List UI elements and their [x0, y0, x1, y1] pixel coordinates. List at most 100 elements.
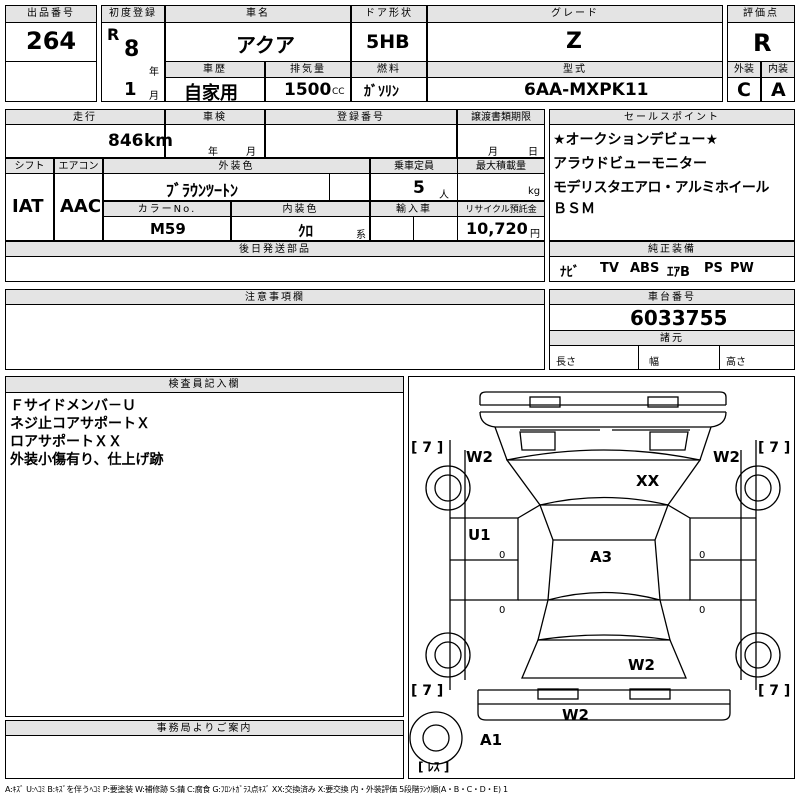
interior-grade: A: [771, 79, 786, 101]
shift-header: シフト: [5, 158, 54, 174]
mileage-header: 走行: [5, 109, 165, 125]
length-label: 長さ: [556, 357, 576, 368]
damage-mark: U1: [468, 526, 491, 544]
interior-color-unit: 系: [356, 230, 366, 241]
dimensions-header: 諸元: [549, 330, 795, 346]
later-parts-cell: [5, 256, 545, 282]
equip-navi: ﾅﾋﾞ: [560, 265, 580, 280]
chassis-cell: 6033755: [549, 304, 795, 331]
model-cell: 6AA-MXPK11: [427, 77, 723, 102]
interior-header: 内装: [761, 61, 795, 78]
aircon: AAC: [60, 196, 102, 217]
equipment-header: 純正装備: [549, 241, 795, 257]
equip-airbag: ｴｱB: [667, 265, 690, 280]
lot-number-cell: 264: [5, 22, 97, 62]
height-label: 高さ: [726, 357, 746, 368]
width-cell: 幅: [638, 345, 720, 370]
capacity: 5: [413, 178, 425, 198]
height-cell: 高さ: [719, 345, 795, 370]
capacity-cell: 5 人: [370, 173, 458, 201]
damage-mark: XX: [636, 472, 660, 490]
exterior-cell: C: [727, 77, 761, 102]
damage-mark: W2: [466, 448, 493, 466]
door-zero-fr: 0: [699, 550, 706, 561]
recycle-unit: 円: [530, 229, 540, 240]
sales-point-line: ★オークションデビュー★: [553, 132, 719, 148]
damage-mark: A3: [590, 548, 613, 566]
score: R: [753, 29, 772, 57]
color-extra-cell: [329, 173, 370, 201]
load-header: 最大積載量: [457, 158, 545, 174]
door-cell: 5HB: [351, 22, 427, 62]
office-cell: [5, 735, 404, 779]
lot-number-header: 出品番号: [5, 5, 97, 23]
tread-rear-right: [ 7 ]: [758, 683, 791, 699]
model-code: 6AA-MXPK11: [524, 80, 649, 100]
car-name: アクア: [236, 33, 295, 57]
car-name-cell: アクア: [165, 22, 351, 62]
first-registration-header: 初度登録: [101, 5, 165, 23]
first-registration-cell: R 8 年 1 月: [101, 22, 165, 102]
chassis-header: 車台番号: [549, 289, 795, 305]
length-cell: 長さ: [549, 345, 639, 370]
reg-month: 1: [124, 79, 137, 100]
sales-point-line: ＢＳＭ: [553, 201, 595, 217]
recycle-header: リサイクル預託金: [457, 201, 545, 217]
lot-number: 264: [26, 27, 77, 55]
exterior-grade: C: [737, 79, 751, 101]
door-zero-fl: 0: [499, 550, 506, 561]
interior-color-cell: ｸﾛ 系: [231, 216, 370, 241]
door-zero-rr: 0: [699, 605, 706, 616]
registration-header: 登録番号: [265, 109, 457, 125]
capacity-unit: 人: [439, 190, 449, 201]
import-header: 輸入車: [370, 201, 458, 217]
exterior-header: 外装: [727, 61, 761, 78]
year-unit: 年: [149, 67, 159, 78]
door-zero-rl: 0: [499, 605, 506, 616]
grade-header: グレード: [427, 5, 723, 23]
mileage: 846: [108, 131, 144, 151]
transfer-header: 譲渡書類期限: [457, 109, 545, 125]
recycle-fee: 10,720: [466, 219, 528, 238]
history-cell: 自家用: [165, 77, 265, 104]
transfer-day: 日: [528, 147, 538, 158]
displacement-header: 排気量: [265, 61, 351, 78]
interior-color: ｸﾛ: [298, 222, 314, 240]
fuel-header: 燃料: [351, 61, 427, 78]
damage-mark: W2: [713, 448, 740, 466]
interior-color-header: 内装色: [231, 201, 370, 217]
exterior-color: ﾌﾞﾗｳﾝﾂｰﾄﾝ: [166, 181, 239, 200]
color-number: M59: [150, 220, 186, 238]
legend: A:ｷｽﾞ U:ﾍｺﾐ B:ｷｽﾞを伴うﾍｺﾐ P:要塗装 W:補修跡 S:錆 …: [5, 785, 508, 794]
color-header: 外装色: [103, 158, 370, 174]
displacement-unit: CC: [332, 87, 345, 97]
model-header: 型式: [427, 61, 723, 78]
transfer-cell: 月 日: [457, 124, 545, 158]
door-type: 5HB: [366, 31, 410, 53]
notes-header: 注意事項欄: [5, 289, 545, 305]
grade: Z: [566, 29, 582, 54]
tread-rear-left: [ 7 ]: [411, 683, 444, 699]
interior-cell: A: [761, 77, 795, 102]
score-cell: R: [727, 22, 795, 62]
score-header: 評価点: [727, 5, 795, 23]
chassis-number: 6033755: [630, 306, 728, 330]
inspection-cell: 年 月: [165, 124, 265, 158]
displacement: 1500: [284, 80, 332, 100]
door-header: ドア形状: [351, 5, 427, 23]
sales-point-line: モデリスタエアロ・アルミホイール: [553, 180, 769, 196]
damage-mark: W2: [562, 706, 589, 724]
displacement-cell: 1500 CC: [265, 77, 351, 102]
damage-mark: A1: [480, 731, 503, 749]
load-unit: kg: [528, 186, 541, 197]
era: R: [107, 25, 120, 44]
sales-points-header: セールスポイント: [549, 109, 795, 125]
lot-blank-cell: [5, 61, 97, 102]
inspection-header: 車検: [165, 109, 265, 125]
width-label: 幅: [649, 357, 659, 368]
equip-tv: TV: [600, 261, 619, 276]
reg-year: 8: [124, 37, 140, 62]
inspector-line: 外装小傷有り、仕上げ跡: [10, 452, 164, 468]
import-cell-2: [413, 216, 458, 241]
later-parts-header: 後日発送部品: [5, 241, 545, 257]
